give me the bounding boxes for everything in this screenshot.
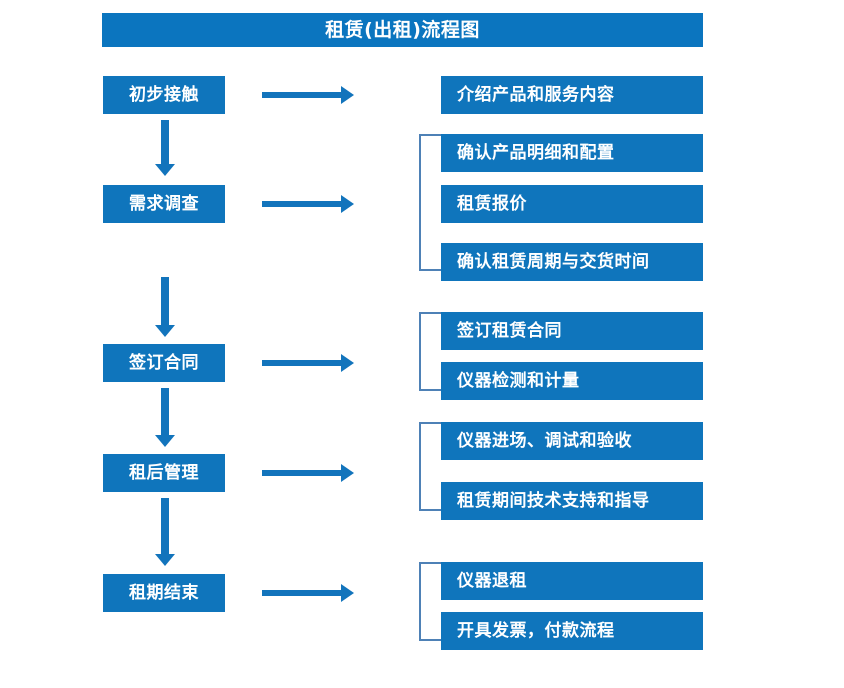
arrow-head	[341, 584, 354, 602]
stage-box-1[interactable]: 初步接触	[103, 76, 225, 114]
detail-box-8[interactable]: 租赁期间技术支持和指导	[441, 482, 703, 520]
arrow-head	[341, 354, 354, 372]
arrow-shaft	[161, 388, 169, 435]
stage-box-5[interactable]: 租期结束	[103, 574, 225, 612]
connector-arrow-right-1	[262, 86, 354, 104]
detail-box-7[interactable]: 仪器进场、调试和验收	[441, 422, 703, 460]
connector-arrow-right-3	[262, 354, 354, 372]
arrow-shaft	[262, 92, 342, 98]
detail-box-5[interactable]: 签订租赁合同	[441, 312, 703, 350]
connector-arrow-right-2	[262, 195, 354, 213]
arrow-head	[155, 435, 175, 447]
detail-box-9[interactable]: 仪器退租	[441, 562, 703, 600]
group-bracket-4	[419, 422, 441, 511]
group-bracket-2	[419, 134, 441, 271]
connector-arrow-down-2	[155, 277, 175, 337]
detail-box-10[interactable]: 开具发票，付款流程	[441, 612, 703, 650]
arrow-head	[155, 554, 175, 566]
arrow-shaft	[161, 120, 169, 164]
stage-box-3[interactable]: 签订合同	[103, 344, 225, 382]
arrow-head	[341, 464, 354, 482]
arrow-shaft	[161, 498, 169, 554]
arrow-shaft	[262, 470, 342, 476]
stage-box-4[interactable]: 租后管理	[103, 454, 225, 492]
connector-arrow-down-1	[155, 120, 175, 176]
arrow-head	[155, 325, 175, 337]
page-title: 租赁(出租)流程图	[102, 13, 703, 47]
detail-box-1[interactable]: 介绍产品和服务内容	[441, 76, 703, 114]
stage-box-2[interactable]: 需求调查	[103, 185, 225, 223]
detail-box-2[interactable]: 确认产品明细和配置	[441, 134, 703, 172]
group-bracket-5	[419, 562, 441, 641]
connector-arrow-down-4	[155, 498, 175, 566]
connector-arrow-right-4	[262, 464, 354, 482]
arrow-head	[341, 195, 354, 213]
detail-box-4[interactable]: 确认租赁周期与交货时间	[441, 243, 703, 281]
arrow-shaft	[262, 590, 342, 596]
detail-box-3[interactable]: 租赁报价	[441, 185, 703, 223]
arrow-shaft	[161, 277, 169, 325]
group-bracket-3	[419, 312, 441, 391]
arrow-shaft	[262, 360, 342, 366]
connector-arrow-down-3	[155, 388, 175, 447]
arrow-head	[155, 164, 175, 176]
connector-arrow-right-5	[262, 584, 354, 602]
arrow-shaft	[262, 201, 342, 207]
detail-box-6[interactable]: 仪器检测和计量	[441, 362, 703, 400]
arrow-head	[341, 86, 354, 104]
